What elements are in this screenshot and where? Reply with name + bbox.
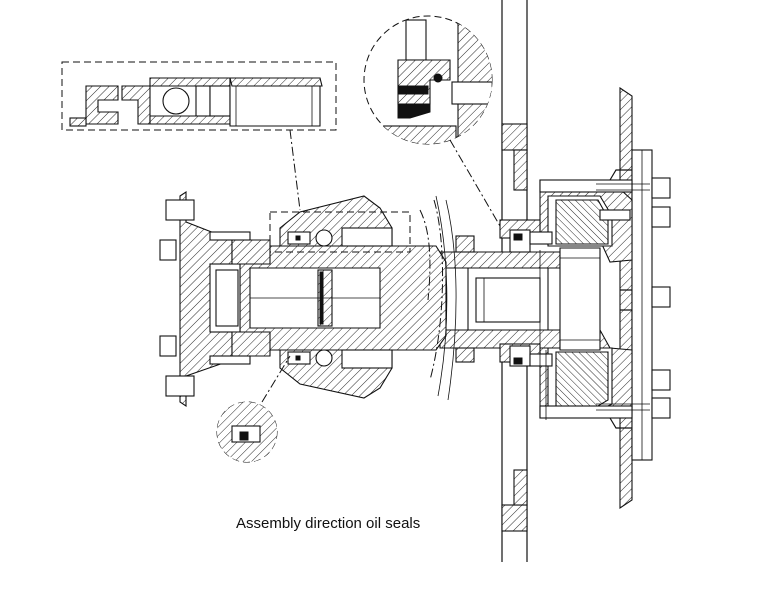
detail-circle-top [363, 15, 493, 145]
mounting-wall [501, 0, 528, 562]
leader-lines [261, 129, 501, 403]
main-shaft [239, 245, 447, 351]
detail-view-seal-stack [61, 61, 337, 131]
bearing-housing [279, 195, 393, 399]
detail-frame-bearing [269, 211, 411, 253]
right-flange [619, 86, 671, 510]
detail-circle-bottom [216, 401, 278, 463]
seal-rings [509, 229, 553, 420]
shaft [439, 219, 601, 363]
left-flange [159, 190, 271, 408]
caption-assembly-direction: Assembly direction oil seals [236, 515, 421, 532]
break-lines [435, 195, 457, 401]
lower-hub-housing [539, 329, 650, 429]
